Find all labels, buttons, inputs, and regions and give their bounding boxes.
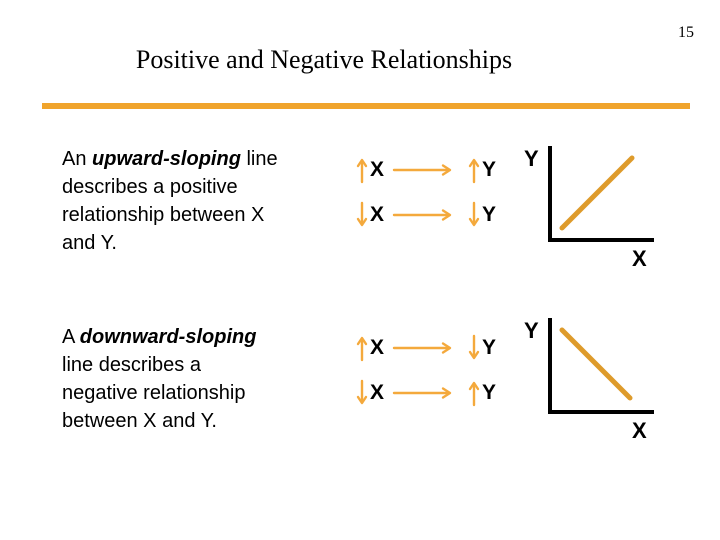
y-axis-label: Y [524,146,539,171]
x-axis-label: X [632,246,647,270]
negative-xy-graph: Y X [524,318,654,442]
down-arrow-icon [356,201,368,227]
negative-relations-diagram: X Y X Y [356,332,496,409]
up-arrow-icon [468,381,480,407]
upward-sloping-line [559,155,635,231]
text-line: and Y. [62,232,117,254]
up-arrow-icon [356,336,368,362]
relation-row: X Y [356,377,496,409]
right-arrow-icon [392,164,452,176]
slide-title: Positive and Negative Relationships [135,45,513,74]
down-arrow-icon [468,201,480,227]
text-line: relationship between X [62,204,265,226]
cause-variable-label: X [370,381,385,404]
relation-row: X Y [356,154,496,186]
cause-variable-label: X [370,203,385,226]
positive-xy-graph: Y X [524,146,654,270]
page-number: 15 [678,24,694,41]
effect-variable-label: Y [482,203,497,226]
effect-variable-label: Y [482,158,497,181]
text-line: line describes a [62,354,201,376]
text-line: describes a positive [62,176,238,198]
text-line: between X and Y. [62,410,217,432]
text-line: A downward-sloping [62,326,257,348]
effect-variable-label: Y [482,381,497,404]
down-arrow-icon [356,379,368,405]
relation-row: X Y [356,199,496,231]
right-arrow-icon [392,387,452,399]
effect-variable-label: Y [482,336,497,359]
x-axis-label: X [632,418,647,442]
cause-variable-label: X [370,158,385,181]
text-line: An upward-sloping line [62,148,278,170]
positive-paragraph: An upward-sloping line describes a positi… [62,145,278,257]
downward-sloping-line [559,327,633,401]
right-arrow-icon [392,342,452,354]
up-arrow-icon [468,158,480,184]
up-arrow-icon [356,158,368,184]
cause-variable-label: X [370,336,385,359]
y-axis-label: Y [524,318,539,343]
positive-relations-diagram: X Y X Y [356,154,496,231]
negative-paragraph: A downward-sloping line describes a negati… [62,323,256,435]
text-line: negative relationship [62,382,246,404]
relation-row: X Y [356,332,496,364]
right-arrow-icon [392,209,452,221]
down-arrow-icon [468,334,480,360]
title-divider [42,103,690,109]
